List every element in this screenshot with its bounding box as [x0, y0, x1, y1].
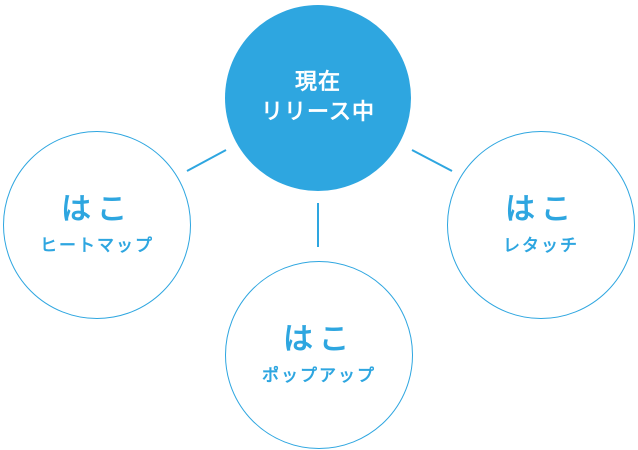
- center-label-line2: リリース中: [261, 100, 375, 125]
- center-label-line1: 現在: [294, 70, 341, 95]
- product-brand-logo: はこ: [283, 322, 355, 357]
- product-brand-logo: はこ: [61, 192, 133, 227]
- product-node-popup: はこ ポップアップ: [225, 261, 413, 449]
- product-brand-logo: はこ: [505, 192, 577, 227]
- connector-left: [186, 149, 227, 172]
- product-node-heatmap: はこ ヒートマップ: [3, 131, 191, 319]
- product-name: ポップアップ: [262, 366, 376, 386]
- product-name: ヒートマップ: [40, 236, 154, 256]
- connector-right: [411, 149, 453, 172]
- center-node-current-release: 現在 リリース中: [225, 5, 411, 191]
- product-node-retouch: はこ レタッチ: [447, 131, 635, 319]
- product-name: レタッチ: [503, 236, 579, 256]
